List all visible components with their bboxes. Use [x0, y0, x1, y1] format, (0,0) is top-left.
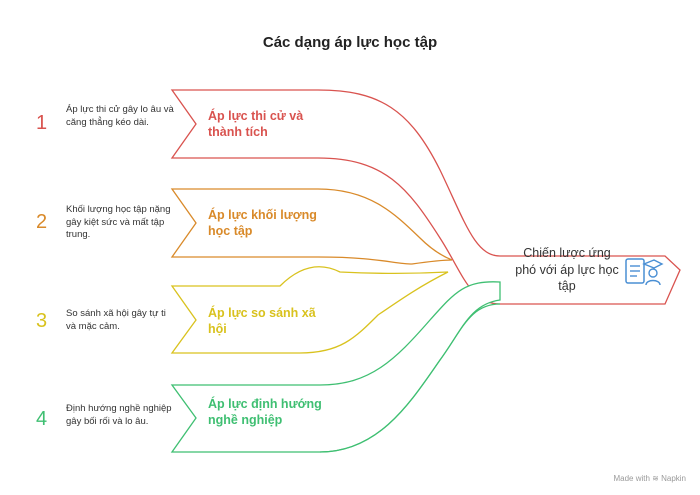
item-4-number: 4 [36, 408, 48, 430]
flow-shape-3 [170, 266, 449, 354]
item-2-description: Khối lượng học tập nặng gây kiệt sức và … [66, 204, 171, 240]
item-2-label: Áp lực khối lượng học tập [208, 208, 317, 238]
item-4-description: Định hướng nghề nghiệp gây bối rối và lo… [66, 403, 172, 427]
footer-credit: Made with ≋ Napkin [613, 474, 686, 483]
diagram-title: Các dạng áp lực học tập [262, 34, 438, 51]
item-1-number: 1 [36, 112, 48, 134]
item-3-number: 3 [36, 310, 48, 332]
item-1-label: Áp lực thi cử và thành tích [208, 109, 304, 139]
document-graduate-icon [625, 258, 664, 286]
flow-shape-2 [170, 188, 453, 265]
item-3-label: Áp lực so sánh xã hội [208, 306, 316, 336]
flow-connector-green [319, 303, 501, 453]
goal-label: Chiến lược ứng phó với áp lực học tập [515, 246, 619, 293]
item-3-description: So sánh xã hội gây tự ti và mặc cảm. [66, 308, 166, 332]
item-4-label: Áp lực định hướng nghề nghiệp [208, 397, 322, 427]
item-2-number: 2 [36, 211, 48, 233]
item-1-description: Áp lực thi cử gây lo âu và căng thẳng ké… [66, 104, 174, 128]
flow-shape-1 [170, 89, 681, 305]
